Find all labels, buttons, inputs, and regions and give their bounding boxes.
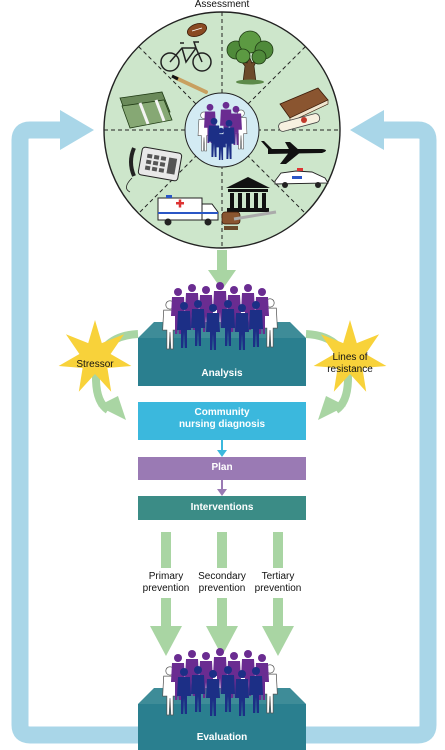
police-car-icon — [274, 168, 329, 188]
money-icon — [119, 91, 173, 129]
telephone-icon — [126, 146, 183, 193]
plan-box — [138, 457, 306, 480]
tertiary-prevention-line2: prevention — [254, 583, 302, 594]
primary-prevention-line2: prevention — [142, 583, 190, 594]
prevention-arrows — [150, 532, 294, 656]
diagnosis-label-line1: Community — [194, 407, 250, 418]
secondary-prevention-label: Secondary prevention — [182, 571, 262, 595]
primary-prevention-line1: Primary — [148, 571, 184, 582]
ambulance-icon — [157, 195, 219, 226]
tertiary-prevention-label: Tertiary prevention — [243, 571, 313, 595]
arrow-to-interventions — [217, 480, 227, 496]
bicycle-icon — [160, 41, 212, 72]
diagnosis-label-line2: nursing diagnosis — [178, 419, 266, 430]
football-icon — [186, 23, 208, 37]
lines-of-resistance-line1: Lines of — [332, 352, 368, 363]
diagnosis-label: Community nursing diagnosis — [138, 407, 306, 431]
primary-prevention-label: Primary prevention — [131, 571, 201, 595]
secondary-prevention-line1: Secondary — [198, 571, 246, 582]
arrow-to-plan — [217, 440, 227, 457]
secondary-prevention-line2: prevention — [198, 583, 246, 594]
stressor-star — [58, 320, 132, 392]
analysis-label: Analysis — [201, 368, 243, 379]
tree-icon — [226, 30, 274, 85]
diagnosis-box — [138, 402, 306, 440]
lines-of-resistance-line2: resistance — [327, 364, 373, 375]
assessment-wheel — [103, 11, 341, 249]
lines-of-resistance-label: Lines of resistance — [305, 352, 395, 376]
gavel-icon — [221, 210, 277, 230]
assessment-title: Assessment — [194, 0, 250, 10]
feedback-loop-arrow — [11, 110, 437, 744]
interventions-label: Interventions — [190, 502, 254, 513]
resistance-star — [313, 320, 387, 392]
stressor-label: Stressor — [76, 359, 114, 370]
airplane-icon — [261, 141, 326, 164]
book-icon — [279, 87, 329, 123]
courthouse-icon — [226, 177, 270, 212]
arrow-to-analysis — [208, 250, 236, 290]
tertiary-prevention-line1: Tertiary — [261, 571, 295, 582]
diploma-icon — [278, 113, 321, 132]
baseball-bat-icon — [171, 74, 208, 94]
interventions-box — [138, 496, 306, 520]
evaluation-label: Evaluation — [196, 732, 248, 743]
plan-label: Plan — [211, 462, 233, 473]
